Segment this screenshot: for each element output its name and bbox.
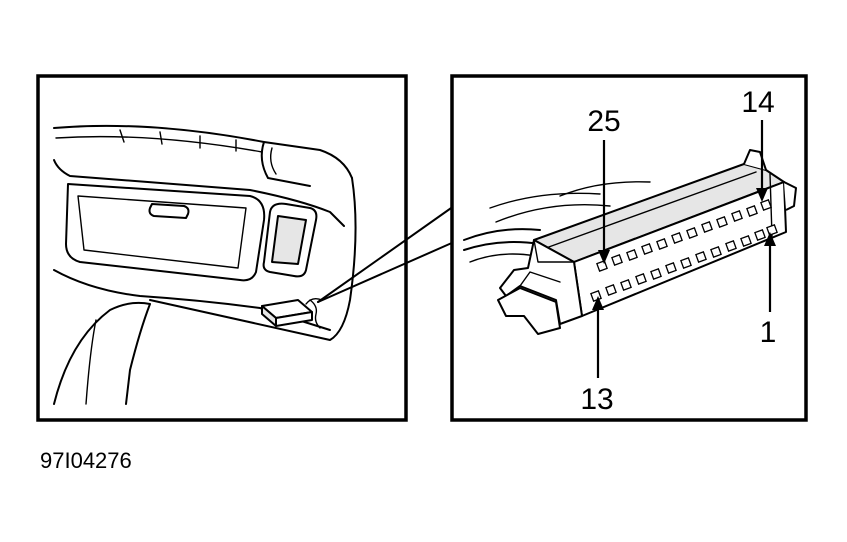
- pin-row-lower: [590, 224, 778, 302]
- connector-detail-panel: 25 14 1 13: [450, 74, 808, 422]
- callout-arrow-13: [592, 296, 604, 378]
- figure-id-code: 97I04276: [40, 448, 132, 473]
- callout-arrow-1: [764, 232, 776, 312]
- pin-row-upper: [596, 199, 772, 272]
- leader-lines: [317, 205, 455, 303]
- callout-arrow-25: [598, 140, 610, 264]
- pin-25-label: 25: [587, 105, 620, 138]
- pin-1-label: 1: [760, 316, 777, 349]
- pin-13-label: 13: [580, 383, 613, 416]
- callout-arrow-14: [756, 120, 768, 202]
- pin-14-label: 14: [741, 86, 774, 119]
- location-panel: [36, 74, 408, 422]
